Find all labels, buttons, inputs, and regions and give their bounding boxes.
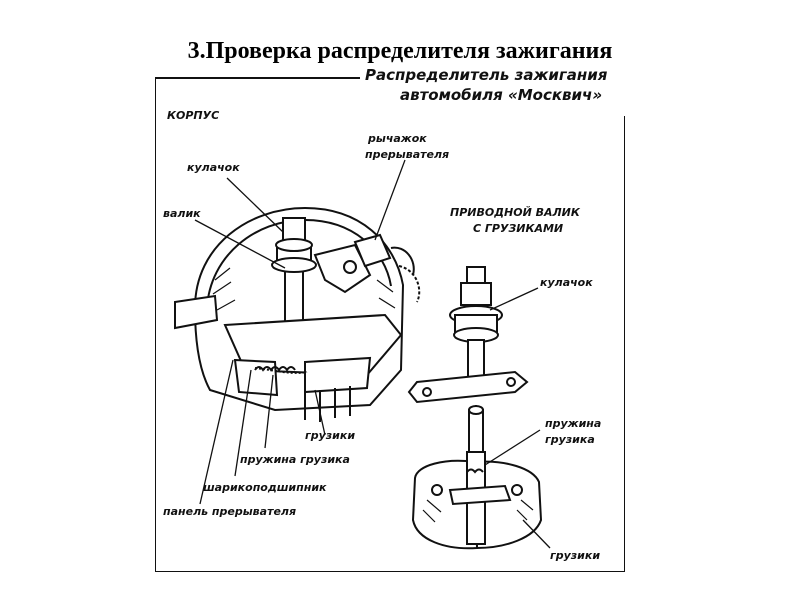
figure-caption-line1: Распределитель зажигания xyxy=(365,66,608,84)
leader-lines xyxy=(194,159,551,549)
distributor-drawing xyxy=(155,77,625,572)
slide-title: 3.Проверка распределителя зажигания xyxy=(187,38,613,64)
label-pruzhina-gruzika: пружина грузика xyxy=(240,453,350,466)
label-valik: валик xyxy=(163,207,201,220)
label-privodnoy-2: С ГРУЗИКАМИ xyxy=(473,222,564,235)
label-rychazhok-2: прерывателя xyxy=(365,148,450,161)
label-pruzhina-right-2: грузика xyxy=(545,433,595,446)
label-rychazhok-1: рычажок xyxy=(368,132,427,145)
figure-border xyxy=(155,77,625,572)
distributor-body-drawing xyxy=(174,206,421,422)
drive-shaft-drawing xyxy=(407,266,529,422)
label-kulachok-left: кулачок xyxy=(187,161,240,174)
label-privodnoy-1: ПРИВОДНОЙ ВАЛИК xyxy=(450,206,580,219)
label-gruziki-left: грузики xyxy=(305,429,356,442)
label-panel-preryvatelya: панель прерывателя xyxy=(163,505,297,518)
figure-caption-line2: автомобиля «Москвич» xyxy=(400,86,603,104)
distributor-figure: Распределитель зажигания автомобиля «Мос… xyxy=(155,66,625,572)
label-kulachok-right: кулачок xyxy=(540,276,593,289)
label-sharikopodshipnik: шарикоподшипник xyxy=(203,481,327,494)
label-pruzhina-right-1: пружина xyxy=(545,417,602,430)
label-korpus: КОРПУС xyxy=(167,109,220,122)
label-gruziki-right: грузики xyxy=(550,549,601,562)
weights-drawing xyxy=(411,405,543,550)
